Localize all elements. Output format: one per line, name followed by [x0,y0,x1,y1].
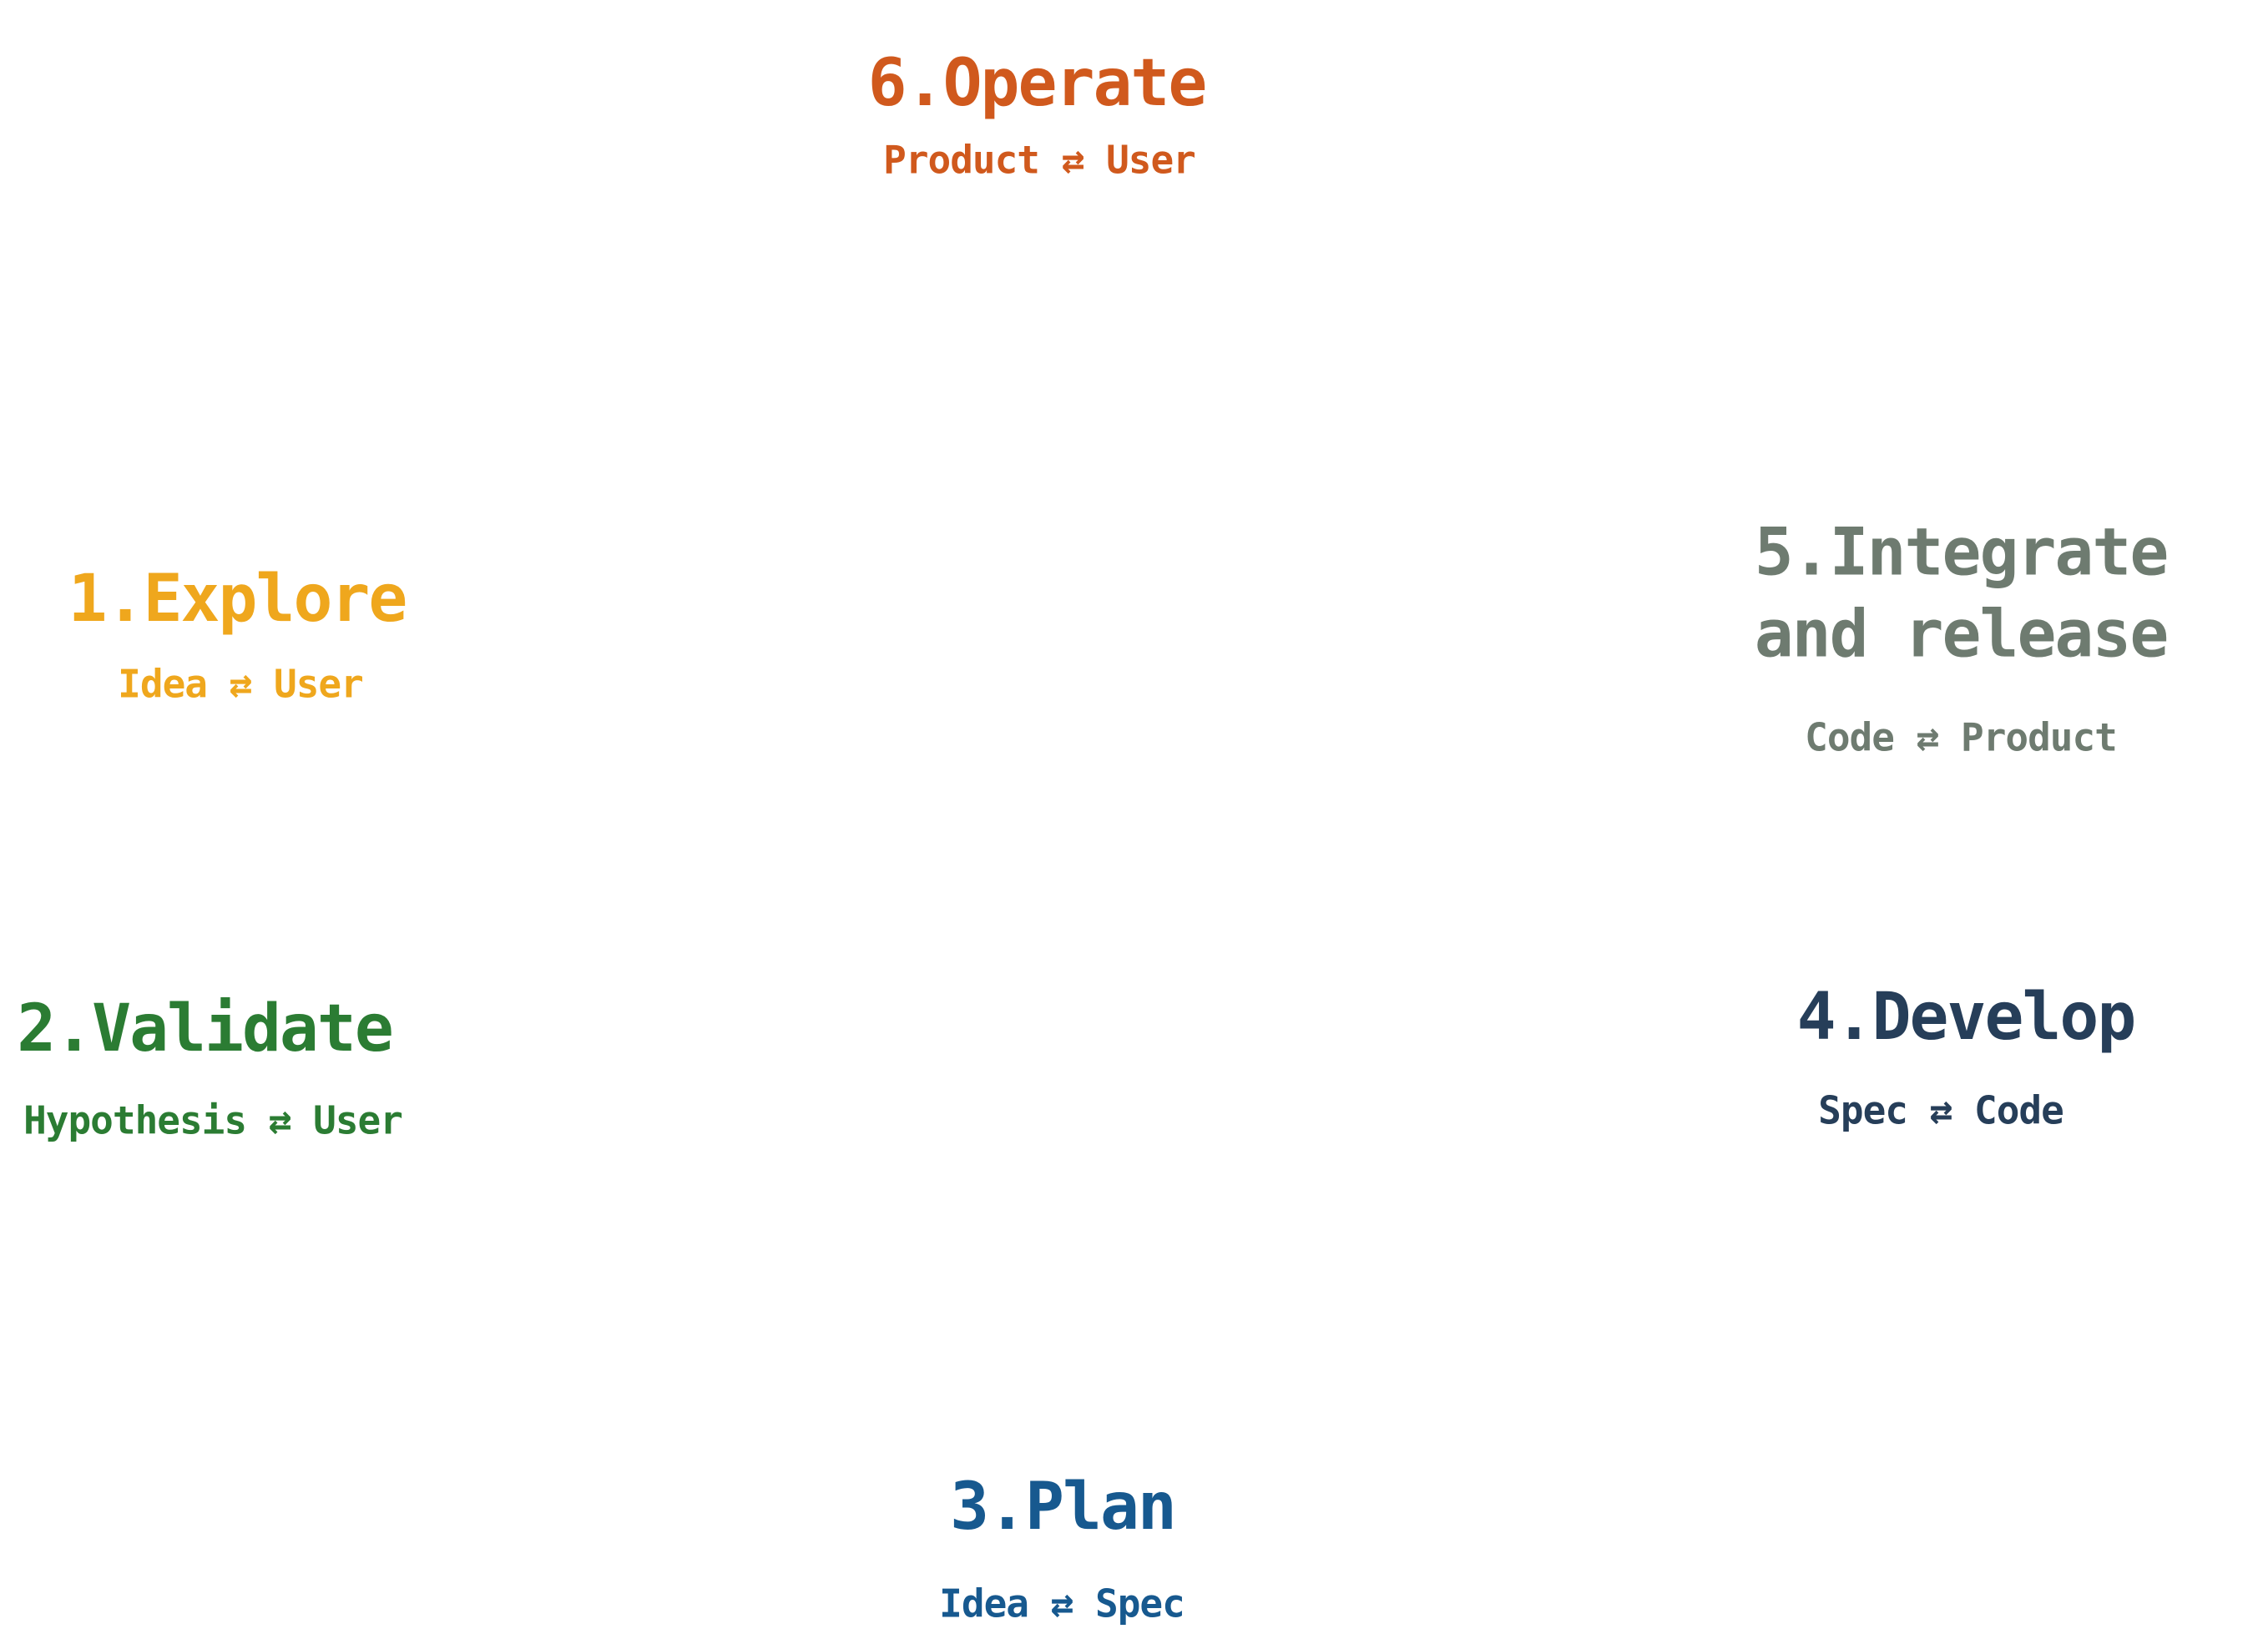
stage-integrate-title-line1: 5.Integrate [1754,515,2170,591]
stage-operate-subtitle: Product ⇄ User [883,137,1196,183]
stage-develop-subtitle: Spec ⇄ Code [1818,1087,2064,1133]
stage-validate-title: 2.Validate [17,991,394,1067]
stage-operate-title: 6.Operate [867,45,1208,121]
stage-validate-subtitle: Hypothesis ⇄ User [23,1097,403,1143]
stage-integrate-subtitle: Code ⇄ Product [1805,714,2118,760]
stage-explore-title: 1.Explore [68,561,408,637]
stage-develop-title: 4.Develop [1796,979,2137,1055]
stage-integrate-title-line2: and release [1754,598,2170,673]
stage-integrate-title: 5.Integrate and release [1754,512,2170,677]
stage-plan-subtitle: Idea ⇄ Spec [939,1581,1185,1626]
stage-explore-subtitle: Idea ⇄ User [118,661,364,707]
stage-plan-title: 3.Plan [950,1469,1177,1545]
